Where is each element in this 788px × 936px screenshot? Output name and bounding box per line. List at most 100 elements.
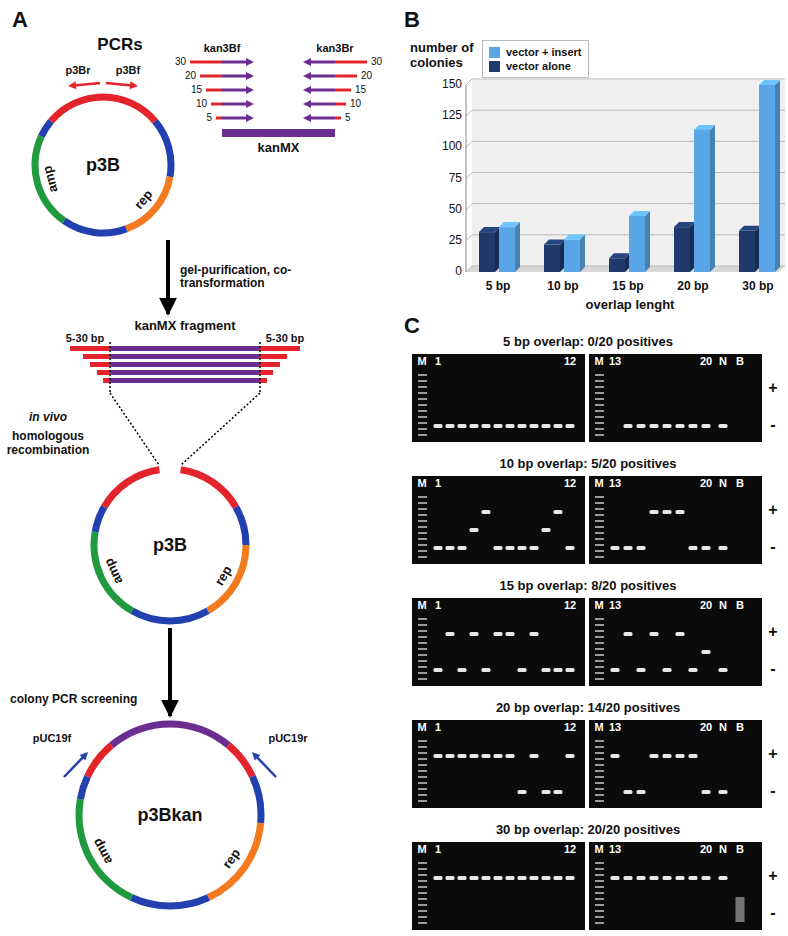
fragment-bar — [110, 378, 260, 383]
ladder-band — [418, 922, 427, 924]
dna-band — [554, 424, 563, 428]
bar-chart — [466, 79, 785, 272]
dna-band — [624, 546, 633, 550]
band-marker: + — [768, 501, 777, 519]
lane-label: 13 — [609, 843, 621, 855]
fragment-overlap — [70, 346, 110, 351]
dna-band — [542, 668, 551, 672]
bar — [739, 231, 755, 272]
bar-top — [479, 227, 500, 232]
dna-band — [494, 546, 503, 550]
ladder-band — [595, 782, 604, 784]
bar-side — [645, 211, 650, 272]
dna-band — [554, 510, 563, 514]
bar-top — [739, 226, 760, 231]
primer-arrow — [64, 757, 84, 777]
ladder-band — [595, 556, 604, 558]
dna-band — [458, 754, 467, 758]
ladder-band — [595, 508, 604, 510]
primer-arrow-head — [252, 752, 260, 761]
ladder-band — [418, 672, 427, 674]
gel-panel: M1320NB — [589, 598, 762, 686]
plasmid-segment — [76, 799, 134, 901]
ladder-band — [595, 770, 604, 772]
lane-label: M — [594, 843, 603, 855]
bar-side — [515, 222, 520, 272]
ladder-band — [418, 508, 427, 510]
dna-band — [470, 632, 479, 636]
primer-arrow-head — [80, 752, 88, 761]
overlap-number: 5 — [345, 112, 351, 124]
node-label: p3B — [86, 155, 120, 176]
ladder-band — [595, 916, 604, 918]
ladder-band — [595, 758, 604, 760]
ladder-band — [595, 642, 604, 644]
gridline — [466, 204, 785, 210]
bar — [479, 232, 495, 272]
node-label: kanMX fragment — [60, 318, 310, 333]
ladder-band — [418, 916, 427, 918]
lane-label: 13 — [609, 721, 621, 733]
ladder-band — [595, 752, 604, 754]
legend-swatch — [489, 47, 500, 58]
lane-label: 12 — [564, 355, 576, 367]
primer-label: p3Bf — [116, 64, 140, 77]
lane-label: N — [719, 721, 727, 733]
ladder-band — [595, 654, 604, 656]
dna-band — [566, 546, 575, 550]
dna-band — [482, 876, 491, 880]
gel-image — [412, 354, 585, 442]
fragment-overlap — [83, 354, 110, 359]
ladder-band — [595, 794, 604, 796]
ladder-band — [418, 502, 427, 504]
dna-band — [554, 876, 563, 880]
ladder-band — [418, 752, 427, 754]
ladder-band — [418, 416, 427, 418]
lane-label: 1 — [435, 355, 441, 367]
gridline — [466, 110, 785, 116]
dna-band — [506, 754, 515, 758]
plasmid-segment — [101, 466, 160, 508]
dna-band — [446, 754, 455, 758]
dna-band — [650, 510, 659, 514]
gridline — [466, 79, 785, 85]
dotted-guide — [259, 342, 261, 393]
gene-label: amp — [40, 164, 61, 194]
ladder-band — [595, 392, 604, 394]
ladder-band — [595, 764, 604, 766]
primer-arrow-head — [246, 86, 254, 94]
lane-label: M — [594, 721, 603, 733]
dna-band — [663, 424, 672, 428]
axis-title: number of colonies — [410, 41, 482, 71]
gel-heading: 15 bp overlap: 8/20 positives — [499, 579, 676, 594]
dna-band — [506, 876, 515, 880]
dna-band — [554, 668, 563, 672]
lane-label: N — [719, 477, 727, 489]
ladder-band — [595, 868, 604, 870]
dna-band — [637, 424, 646, 428]
ladder-band — [418, 660, 427, 662]
band-marker: + — [768, 623, 777, 641]
dna-band — [542, 876, 551, 880]
bar-top — [499, 222, 520, 227]
primer-arrow-head — [246, 58, 254, 66]
gel-panel: M1320NB — [589, 476, 762, 564]
legend-label: vector alone — [506, 60, 571, 72]
ladder-band — [595, 496, 604, 498]
primer-label: pUC19f — [33, 732, 72, 745]
dna-band — [542, 424, 551, 428]
dna-smear — [736, 897, 745, 922]
ladder-band — [595, 526, 604, 528]
plasmid-segment — [233, 505, 250, 545]
lane-label: 1 — [435, 721, 441, 733]
primer-arrow-head — [303, 100, 311, 108]
bar — [694, 130, 710, 272]
dna-band — [530, 754, 539, 758]
primer-arrow — [74, 83, 100, 85]
dna-band — [446, 424, 455, 428]
ladder-band — [418, 898, 427, 900]
bar-side — [775, 80, 780, 272]
ladder-band — [595, 434, 604, 436]
dna-band — [458, 876, 467, 880]
dna-band — [446, 876, 455, 880]
